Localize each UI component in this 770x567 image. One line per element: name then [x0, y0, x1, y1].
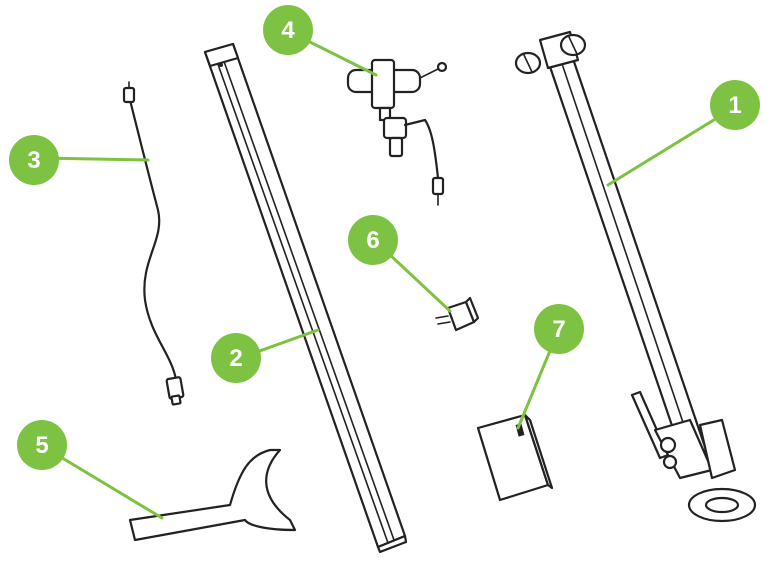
knob-icon [514, 33, 587, 75]
callout-badge-5: 5 [17, 420, 67, 470]
part-1-support-arm [514, 30, 757, 523]
callout-number-4: 4 [281, 17, 295, 44]
part-4-clamp-assembly [346, 58, 448, 206]
part-5-spanner-wrench [128, 448, 297, 542]
callout-badge-4: 4 [263, 5, 313, 55]
callout-badge-2: 2 [211, 333, 261, 383]
callout-badge-1: 1 [710, 80, 760, 130]
part-2-tube [203, 42, 408, 554]
callout-badge-6: 6 [348, 215, 398, 265]
callout-number-6: 6 [366, 227, 379, 254]
callout-line-5 [42, 445, 164, 520]
callout-number-2: 2 [229, 345, 242, 372]
callout-number-5: 5 [35, 432, 48, 459]
callout-number-1: 1 [728, 92, 741, 119]
callout-line-1 [606, 108, 732, 187]
part-7-box [476, 413, 554, 502]
callout-number-7: 7 [552, 316, 565, 343]
part-3-cable [122, 81, 185, 406]
callout-badge-7: 7 [534, 304, 584, 354]
callout-badge-3: 3 [9, 135, 59, 185]
callout-number-3: 3 [27, 147, 40, 174]
part-6-plug [435, 296, 480, 332]
